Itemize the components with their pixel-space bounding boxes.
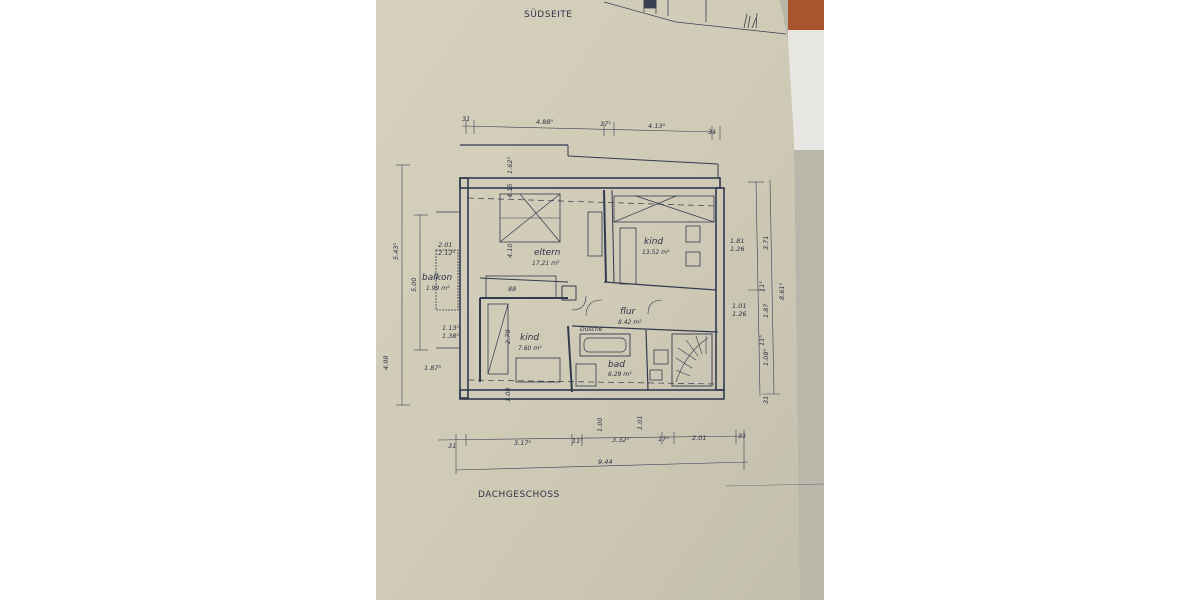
dim-left-outer-0: 5.43⁵ [392,243,400,260]
room-kind-bottom-name: kind [520,333,539,343]
dim-bottom-1: 3.17⁵ [514,439,531,447]
plan-title: DACHGESCHOSS [478,490,560,500]
dim-bottom-3: 3.32⁵ [612,436,629,444]
dim-right-3: 1.08⁵ [762,349,770,366]
room-eltern-name: eltern [534,248,561,258]
dim-top-1: 4.88⁵ [536,118,553,126]
dim-left-outer-1: 4.98 [382,356,390,370]
dim-left-small-3: 1.38⁵ [442,332,459,340]
dim-right-2: 1.87 [762,303,770,318]
background-object [788,0,824,30]
dim-interior-5: 1.00 [596,418,604,432]
room-flur-area: 8.42 m² [618,319,642,326]
dim-right-small-1: 1.26 [730,245,744,253]
paper-sheet [376,0,800,600]
dim-bottom-total: 9.44 [598,458,612,466]
dim-left-small-0: 2.01 [438,241,452,249]
dim-bottom-6: 31 [738,432,746,440]
dim-bottom-4: 17⁵ [658,435,669,443]
sheet-rule [725,483,824,487]
room-kind-top-area: 13.52 m² [642,249,670,256]
dim-right-small-0: 1.81 [730,237,744,245]
dim-left-small-4: 1.87⁵ [424,364,441,372]
room-balkon-area: 1.99 m² [426,285,450,292]
dim-interior-1: 4.10 [506,244,514,258]
dim-interior-4: 88 [508,285,516,293]
dim-right-small-5: 11⁵ [758,335,766,346]
blueprint-sheet: SÜDSEITE [376,0,824,600]
dim-left-inner-0: 5.00 [410,278,418,292]
room-flur-name: flur [620,307,637,317]
dim-bottom-5: 2.01 [692,434,706,442]
room-bad-name: bad [608,360,625,370]
room-bad-area: 6.29 m² [608,371,632,378]
elevation-title: SÜDSEITE [524,9,572,20]
dim-left-small-2: 1.13⁵ [442,324,459,332]
dim-bottom-2: 11⁵ [572,437,583,445]
elevation-fragment [603,0,787,35]
dim-right-small-3: 1.26 [732,310,746,318]
dim-right-small-2: 1.01 [732,302,746,310]
room-eltern-area: 17.21 m² [532,260,560,267]
dim-top-4: 31 [708,128,716,136]
dim-interior-3: 2.78 [504,330,512,344]
dim-interior-7: 1.00 [504,388,512,402]
dim-top-2: 17⁵ [600,120,611,128]
room-kind-bottom-area: 7.60 m² [518,345,542,352]
dim-right-1: 8.61⁵ [778,283,786,300]
dim-right-small-4: 11⁵ [758,281,766,292]
dim-right-4: 31 [762,396,770,404]
floor-plan [435,144,725,400]
dim-right-0: 3.71 [762,236,770,250]
dim-bottom-0: 31 [448,442,456,450]
dim-interior-2: 4.15 [506,184,514,198]
dim-top-3: 4.13⁵ [648,122,665,130]
dim-interior-0: 1.62⁵ [506,157,514,174]
dim-top-0: 31 [462,115,470,123]
dim-interior-6: 1.01 [636,416,644,430]
dusche-label: Dusche [580,326,603,333]
dimension-lines [396,120,780,474]
room-balkon-name: balkon [422,273,452,283]
blueprint-photo: SÜDSEITE [376,0,824,600]
dim-left-small-1: 2.12⁵ [438,249,455,257]
room-kind-top-name: kind [644,237,663,247]
